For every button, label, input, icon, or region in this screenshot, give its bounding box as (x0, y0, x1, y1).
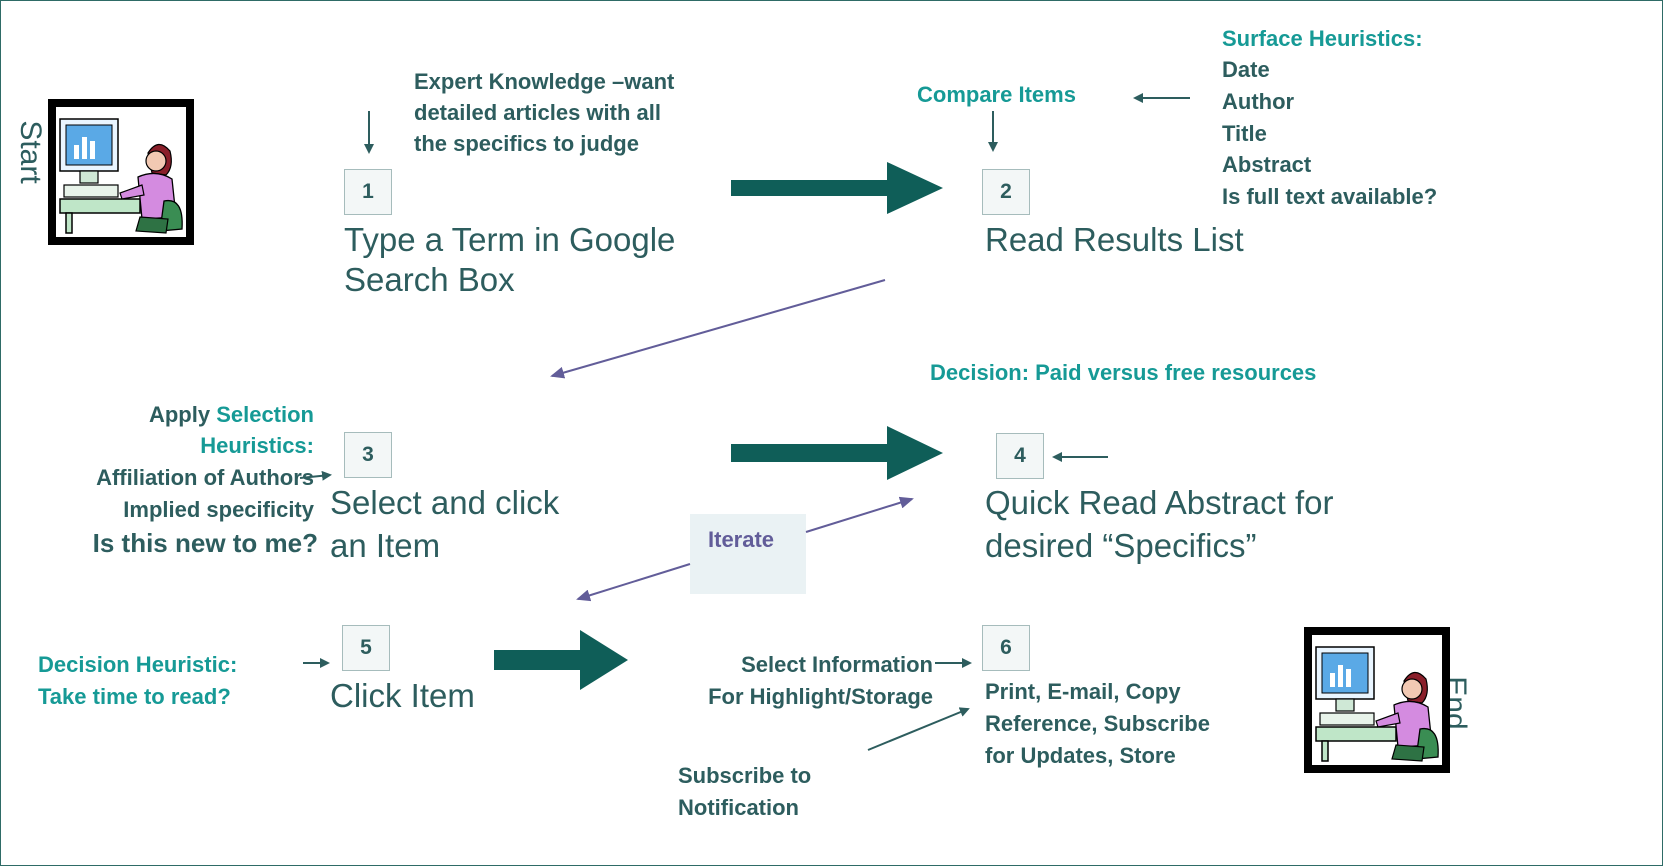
selection-heuristics-line-2: Heuristics: (200, 433, 314, 458)
step-1-text-line-2: Search Box (344, 261, 515, 298)
selection-heuristic-affiliation: Affiliation of Authors (96, 465, 314, 490)
surface-heuristic-author: Author (1222, 89, 1295, 114)
selection-label: Selection (216, 402, 314, 427)
iterate-label: Iterate (708, 527, 775, 552)
decision-paid-label: Decision: Paid versus free resources (930, 360, 1317, 385)
expert-knowledge-line-1: Expert Knowledge –want (414, 69, 675, 94)
step-6-text-line-3: for Updates, Store (985, 743, 1176, 768)
step-1-text-line-1: Type a Term in Google (344, 221, 676, 258)
expert-knowledge-line-2: detailed articles with all (414, 100, 661, 125)
step-6-text-line-2: Reference, Subscribe (985, 711, 1210, 736)
step-2-number: 2 (982, 169, 1030, 215)
step-3-number: 3 (344, 432, 392, 478)
step-1-number: 1 (344, 169, 392, 215)
surface-heuristic-full-text: Is full text available? (1222, 184, 1438, 209)
step-4-text-line-1: Quick Read Abstract for (985, 484, 1334, 521)
step-6-number: 6 (982, 625, 1030, 671)
thick-arrow-3-to-4 (731, 426, 943, 480)
step-6-text-line-1: Print, E-mail, Copy (985, 679, 1181, 704)
subscribe-notification-line-2: Notification (678, 795, 799, 820)
selection-heuristics-line-1: Apply Selection (64, 399, 314, 430)
iterate-box (690, 514, 806, 594)
thick-arrow-5-to-6 (494, 630, 628, 690)
woman-at-computer-start-icon (48, 99, 194, 245)
decision-heuristic-line-2: Take time to read? (38, 684, 231, 709)
step-5-number: 5 (342, 625, 390, 671)
arrow-iterate-to-5 (576, 563, 691, 602)
arrow-iterate-to-4 (805, 496, 914, 533)
thick-arrow-1-to-2 (731, 162, 943, 214)
select-information-line-2: For Highlight/Storage (708, 684, 933, 709)
apply-label: Apply (148, 402, 211, 427)
woman-at-computer-end-icon (1304, 627, 1450, 773)
arrow-subscribe-to-6 (867, 707, 970, 751)
selection-heuristic-new-to-me: Is this new to me? (92, 528, 318, 558)
step-3-text-line-1: Select and click (330, 484, 560, 521)
surface-heuristic-abstract: Abstract (1222, 152, 1312, 177)
step-3-text-line-2: an Item (330, 527, 441, 564)
arrow-affiliation-to-3 (299, 470, 332, 481)
compare-items-label: Compare Items (917, 82, 1076, 107)
subscribe-notification-line-1: Subscribe to (678, 763, 812, 788)
surface-heuristic-title: Title (1222, 121, 1267, 146)
step-4-number: 4 (996, 433, 1044, 479)
step-5-text: Click Item (330, 677, 475, 714)
step-2-text: Read Results List (985, 221, 1244, 258)
selection-heuristic-implied: Implied specificity (123, 497, 314, 522)
decision-heuristic-line-1: Decision Heuristic: (38, 652, 238, 677)
arrow-2-to-3 (550, 279, 886, 379)
expert-knowledge-line-3: the specifics to judge (414, 131, 639, 156)
surface-heuristic-date: Date (1222, 57, 1270, 82)
surface-heuristics-title: Surface Heuristics: (1222, 26, 1423, 51)
step-4-text-line-2: desired “Specifics” (985, 527, 1257, 564)
select-information-line-1: Select Information (741, 652, 933, 677)
